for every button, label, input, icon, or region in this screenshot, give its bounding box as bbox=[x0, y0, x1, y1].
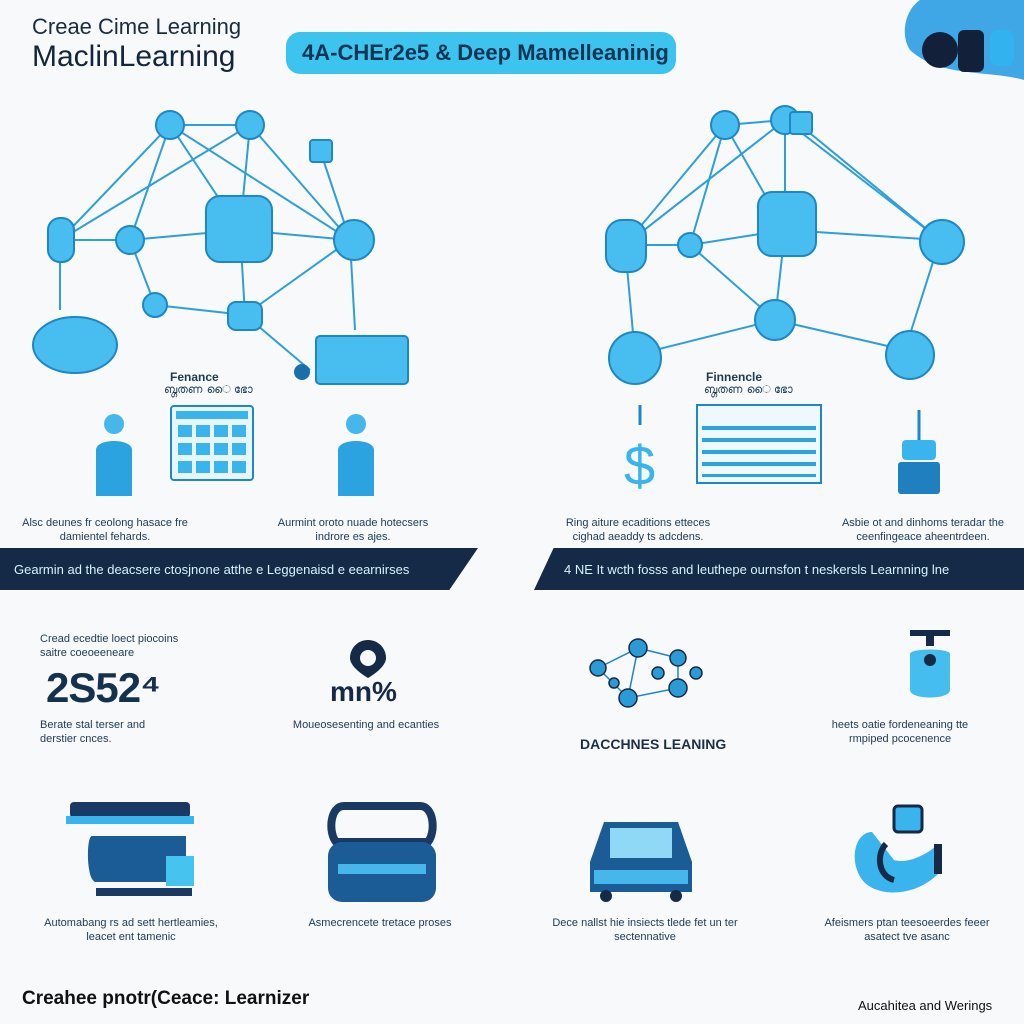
person-icon bbox=[338, 414, 374, 496]
dollar-icon: $ bbox=[624, 405, 655, 491]
header-pill-text: 4A-CHEr2e5 & Deep Mamelleaninig bbox=[302, 40, 669, 65]
car-seat-icon bbox=[327, 802, 437, 902]
left-note-1: Alsc deunes fr ceolong hasace fre damien… bbox=[22, 517, 188, 543]
stat-value: 2S52⁴ bbox=[46, 664, 161, 711]
scanner-icon bbox=[66, 802, 194, 896]
right-diagram-caption-title: Finnencle bbox=[706, 370, 763, 384]
left-network-diagram bbox=[32, 110, 409, 385]
bottom-item-3: Dece nallst hie insiects tlede fet un te… bbox=[552, 917, 738, 943]
left-banner: Gearmin ad the deacsere ctosjnone atthe … bbox=[0, 548, 478, 590]
left-diagram-caption-sub: ബ്ഗതണ ൈ ഭോ bbox=[164, 384, 253, 396]
ml-network-icon bbox=[589, 638, 703, 708]
right-banner-text: 4 NE It wcth fosss and leuthepe ournsfon… bbox=[564, 561, 950, 577]
dl-label: DACCHNES LEANING bbox=[580, 736, 727, 752]
robot-hand-icon bbox=[854, 804, 942, 893]
bottom-item-1: Automabang rs ad sett hertleamies, leace… bbox=[44, 917, 218, 943]
person-icon bbox=[96, 414, 132, 496]
svg-text:$: $ bbox=[624, 434, 655, 491]
header-pill: 4A-CHEr2e5 & Deep Mamelleaninig bbox=[286, 32, 676, 74]
left-diagram-caption-title: Fenance bbox=[170, 370, 219, 384]
stat-sub: Berate stal terser and derstier cnces. bbox=[40, 719, 146, 745]
car-icon bbox=[590, 822, 692, 902]
cash-register-icon bbox=[898, 410, 940, 494]
ledger-icon bbox=[696, 404, 822, 484]
brand-text: mn% bbox=[330, 676, 397, 707]
left-note-2: Aurmint oroto nuade hotecsers indrore es… bbox=[277, 517, 429, 543]
brand-sub: Moueosesenting and ecanties bbox=[292, 719, 440, 731]
bottom-item-2: Asmecrencete tretace proses bbox=[308, 917, 452, 929]
right-network-diagram bbox=[605, 105, 965, 385]
location-pin-icon bbox=[350, 640, 386, 678]
header-title-line2: MaclinLearning bbox=[32, 40, 236, 73]
logo-icon bbox=[904, 0, 1024, 80]
right-middle-note: heets oatie fordeneaning tte rmpiped pco… bbox=[831, 719, 969, 745]
footer-right: Aucahitea and Werings bbox=[858, 998, 993, 1013]
dashboard-icon bbox=[170, 405, 254, 481]
stat-caption: Cread ecedtie loect piocoins saitre coeo… bbox=[40, 633, 179, 659]
bottom-item-4: Afeismers ptan teesoeerdes feeer asatect… bbox=[824, 917, 990, 943]
right-note-2: Asbie ot and dinhoms teradar the ceenfin… bbox=[841, 517, 1005, 543]
robot-arm-icon bbox=[910, 630, 950, 698]
right-note-1: Ring aiture ecaditions etteces cighad ae… bbox=[565, 517, 711, 543]
left-banner-text: Gearmin ad the deacsere ctosjnone atthe … bbox=[14, 561, 410, 577]
right-diagram-caption-sub: ബ്ഗതണ ൈ ഭോ bbox=[704, 384, 793, 396]
right-banner: 4 NE It wcth fosss and leuthepe ournsfon… bbox=[534, 548, 1024, 590]
footer-left: Creahee pnotr(Ceace: Learnizer bbox=[22, 988, 310, 1009]
header-title-line1: Creae Cime Learning bbox=[32, 14, 242, 39]
